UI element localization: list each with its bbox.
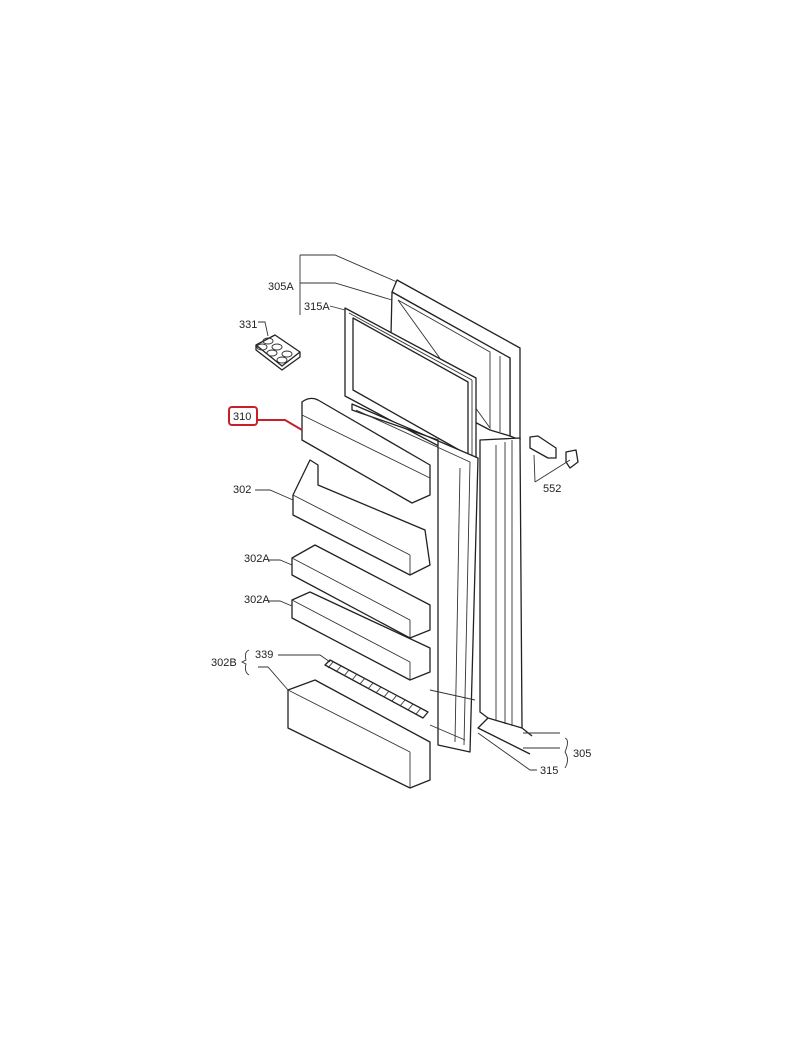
freezer-door-gasket[interactable] <box>344 307 477 467</box>
egg-tray[interactable] <box>255 334 301 371</box>
bottle-rack-insert[interactable] <box>324 659 429 719</box>
highlight-leader <box>257 419 303 431</box>
door-shelf[interactable] <box>292 459 431 576</box>
fridge-door-gasket[interactable] <box>351 403 479 753</box>
highlight-box <box>228 406 258 426</box>
dairy-compartment-cover[interactable] <box>301 397 431 504</box>
label-302a-2: 302A <box>244 594 270 606</box>
label-302b: 302B <box>211 657 237 669</box>
leader-lines <box>240 254 571 771</box>
label-302: 302 <box>233 484 251 496</box>
label-310[interactable]: 310 <box>233 411 251 423</box>
hinge-plate[interactable] <box>529 435 579 469</box>
label-331: 331 <box>239 319 257 331</box>
door-shelf-a-2[interactable] <box>291 591 431 681</box>
label-305a: 305A <box>268 281 294 293</box>
fridge-door-panel[interactable] <box>477 437 533 755</box>
label-302a-1: 302A <box>244 553 270 565</box>
label-552: 552 <box>543 483 561 495</box>
label-305: 305 <box>573 748 591 760</box>
label-315: 315 <box>540 765 558 777</box>
door-shelf-a-1[interactable] <box>291 544 431 639</box>
bottle-shelf[interactable] <box>287 679 431 789</box>
label-339: 339 <box>255 649 273 661</box>
label-315a: 315A <box>304 301 330 313</box>
